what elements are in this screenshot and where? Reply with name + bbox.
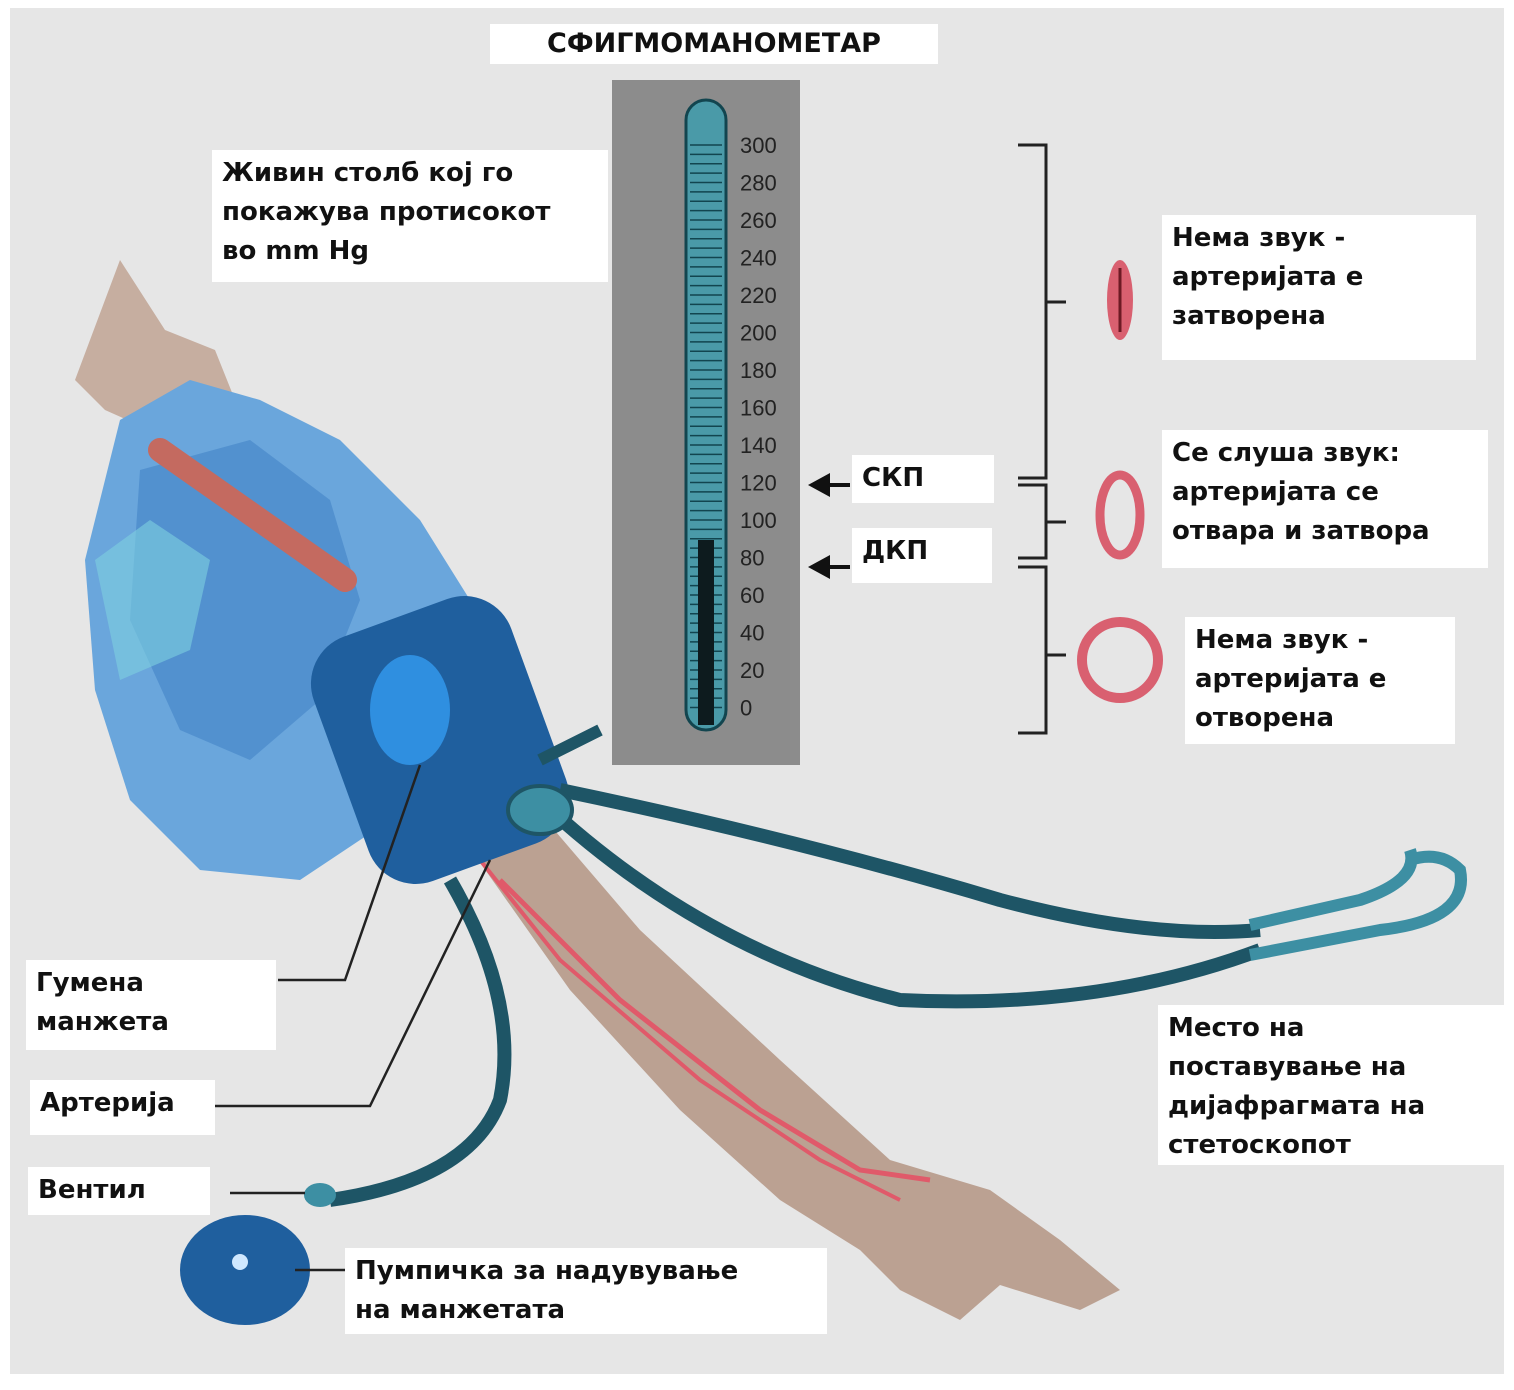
state-open-label: Нема звук - артеријата е отворена xyxy=(1185,617,1455,744)
systolic-label: СКП xyxy=(852,455,994,503)
stethoscope-line: Место на xyxy=(1168,1009,1494,1048)
scale-tick-label: 280 xyxy=(740,171,777,196)
state-line: Се слуша звук: xyxy=(1172,434,1478,473)
diagram-title: СФИГМОМАНОМЕТАР xyxy=(490,24,938,64)
scale-tick-label: 60 xyxy=(740,583,764,608)
title-text: СФИГМОМАНОМЕТАР xyxy=(500,28,928,60)
scale-tick-label: 200 xyxy=(740,321,777,346)
column-label-line: покажува протисокот xyxy=(222,193,598,232)
cuff-highlight xyxy=(370,655,450,765)
state-partial-label: Се слуша звук: артеријата се отвара и за… xyxy=(1162,430,1488,568)
scale-tick-label: 240 xyxy=(740,246,777,271)
mercury-column xyxy=(698,540,714,725)
bulb-label: Пумпичка за надувување на манжетата xyxy=(345,1248,827,1334)
cuff-line: Гумена xyxy=(36,964,266,1003)
stethoscope-label: Место на поставување на дијафрагмата на … xyxy=(1158,1005,1504,1165)
diastolic-text: ДКП xyxy=(862,532,982,571)
state-line: Нема звук - xyxy=(1195,621,1445,660)
state-line: артеријата е xyxy=(1172,258,1466,297)
state-line: отвара и затвора xyxy=(1172,512,1478,551)
scale-tick-label: 140 xyxy=(740,433,777,458)
valve-label: Вентил xyxy=(28,1167,210,1215)
scale-tick-label: 300 xyxy=(740,133,777,158)
column-label-line: во mm Hg xyxy=(222,232,598,271)
stethoscope-line: дијафрагмата на xyxy=(1168,1087,1494,1126)
valve-line: Вентил xyxy=(38,1171,200,1210)
column-label-line: Живин столб кој го xyxy=(222,154,598,193)
diastolic-label: ДКП xyxy=(852,528,992,583)
scale-tick-label: 260 xyxy=(740,208,777,233)
scale-tick-label: 160 xyxy=(740,396,777,421)
column-label: Живин столб кој го покажува протисокот в… xyxy=(212,150,608,282)
scale-tick-label: 120 xyxy=(740,471,777,496)
scale-tick-label: 80 xyxy=(740,546,764,571)
cuff-line: манжета xyxy=(36,1003,266,1042)
bulb-line: Пумпичка за надувување xyxy=(355,1252,817,1291)
state-line: отворена xyxy=(1195,699,1445,738)
stethoscope-line: стетоскопот xyxy=(1168,1126,1494,1165)
state-line: Нема звук - xyxy=(1172,219,1466,258)
stethoscope-line: поставување на xyxy=(1168,1048,1494,1087)
scale-tick-label: 20 xyxy=(740,658,764,683)
bulb-highlight xyxy=(232,1254,248,1270)
state-line: артеријата е xyxy=(1195,660,1445,699)
state-line: артеријата се xyxy=(1172,473,1478,512)
artery-label: Артерија xyxy=(30,1080,215,1135)
bulb-shape xyxy=(180,1215,310,1325)
scale-tick-label: 220 xyxy=(740,283,777,308)
state-line: затворена xyxy=(1172,297,1466,336)
artery-line: Артерија xyxy=(40,1084,205,1123)
cuff-label: Гумена манжета xyxy=(26,960,276,1050)
systolic-text: СКП xyxy=(862,459,984,498)
scale-tick-label: 180 xyxy=(740,358,777,383)
scale-tick-label: 40 xyxy=(740,621,764,646)
state-closed-label: Нема звук - артеријата е затворена xyxy=(1162,215,1476,360)
scale-tick-label: 100 xyxy=(740,508,777,533)
scale-tick-label: 0 xyxy=(740,696,752,721)
chest-piece xyxy=(508,786,572,834)
bulb-line: на манжетата xyxy=(355,1291,817,1330)
valve-shape xyxy=(304,1183,336,1207)
